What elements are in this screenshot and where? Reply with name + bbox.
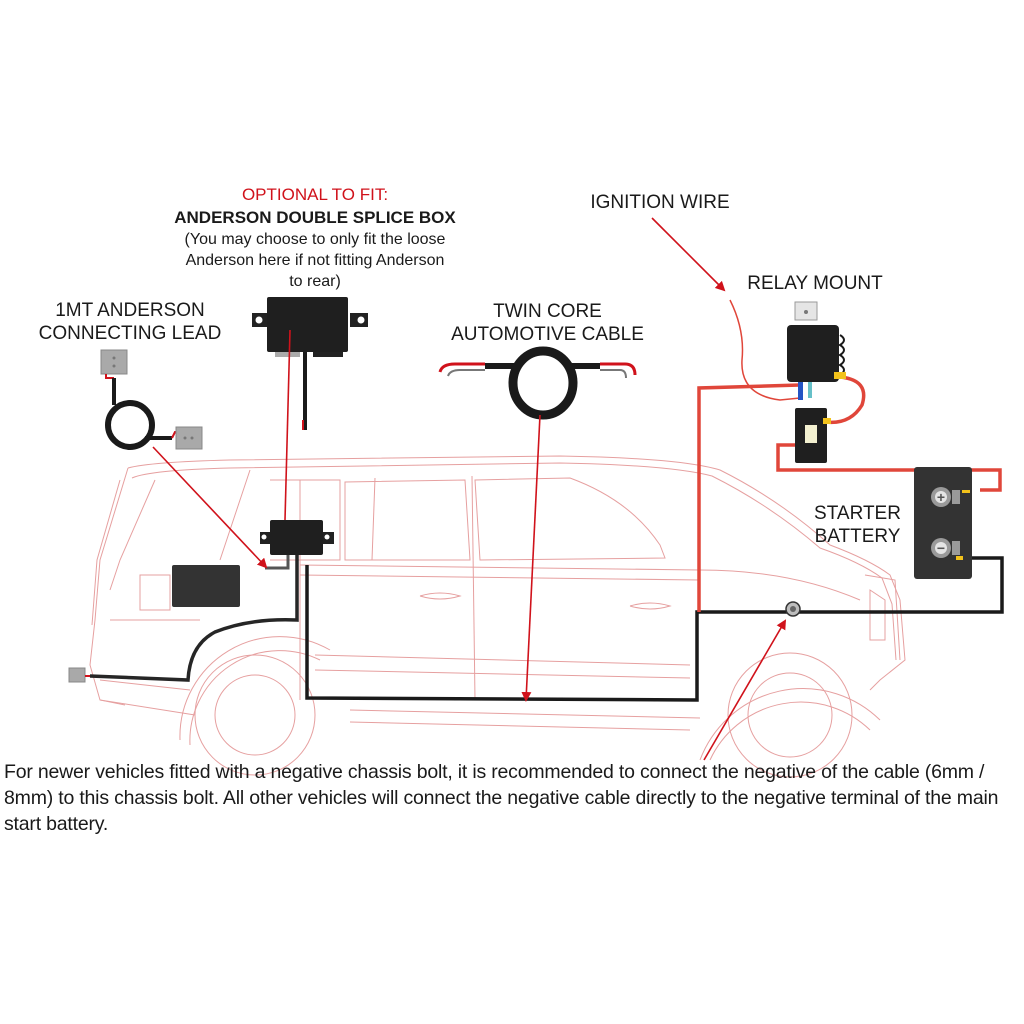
splice-box-installed	[260, 520, 334, 555]
ignition-wire-label: IGNITION WIRE	[590, 192, 730, 213]
anderson-lead-line1: 1MT ANDERSON	[55, 300, 205, 321]
arrow-splice-box	[284, 329, 291, 521]
anderson-connecting-lead	[100, 349, 203, 450]
arrow-anderson-lead	[152, 446, 268, 569]
starter-battery-label: STARTER BATTERY	[800, 502, 915, 548]
relay-mount-label: RELAY MOUNT	[747, 273, 883, 294]
vehicle-outline	[89, 455, 906, 778]
dc-device	[172, 565, 240, 607]
arrow-chassis-bolt	[703, 619, 787, 761]
starter-battery-line1: STARTER	[814, 503, 901, 524]
splice-box-note-3: to rear)	[289, 273, 341, 290]
twin-core-label: TWIN CORE AUTOMOTIVE CABLE	[420, 300, 675, 346]
annotation-arrows	[152, 217, 787, 761]
chassis-bolt	[785, 601, 801, 617]
chassis-bolt-footnote: For newer vehicles fitted with a negativ…	[4, 761, 999, 835]
twin-core-line2: AUTOMOTIVE CABLE	[451, 324, 644, 345]
rear-anderson-plug	[68, 667, 90, 683]
starter-battery-line2: BATTERY	[814, 526, 901, 547]
anderson-lead-label: 1MT ANDERSON CONNECTING LEAD	[10, 299, 250, 345]
splice-box-title: ANDERSON DOUBLE SPLICE BOX	[174, 208, 456, 227]
battery-positive-symbol: +	[937, 489, 945, 505]
arrow-twin-core	[521, 414, 541, 702]
battery-negative-symbol: −	[937, 540, 945, 556]
negative-cable	[89, 555, 1004, 702]
splice-box-note-2: Anderson here if not fitting Anderson	[185, 252, 445, 269]
starter-battery: + −	[914, 467, 972, 579]
anderson-lead-line2: CONNECTING LEAD	[38, 323, 222, 344]
positive-cable	[697, 299, 1002, 612]
twin-core-line1: TWIN CORE	[493, 301, 602, 322]
splice-box-note-1: (You may choose to only fit the loose	[184, 231, 446, 248]
relay-mount	[787, 301, 846, 463]
splice-box-label: OPTIONAL TO FIT: ANDERSON DOUBLE SPLICE …	[150, 183, 480, 292]
arrow-ignition-wire	[651, 217, 726, 292]
twin-core-cable	[438, 346, 637, 420]
optional-label: OPTIONAL TO FIT:	[241, 185, 389, 204]
splice-box-top	[252, 297, 368, 430]
